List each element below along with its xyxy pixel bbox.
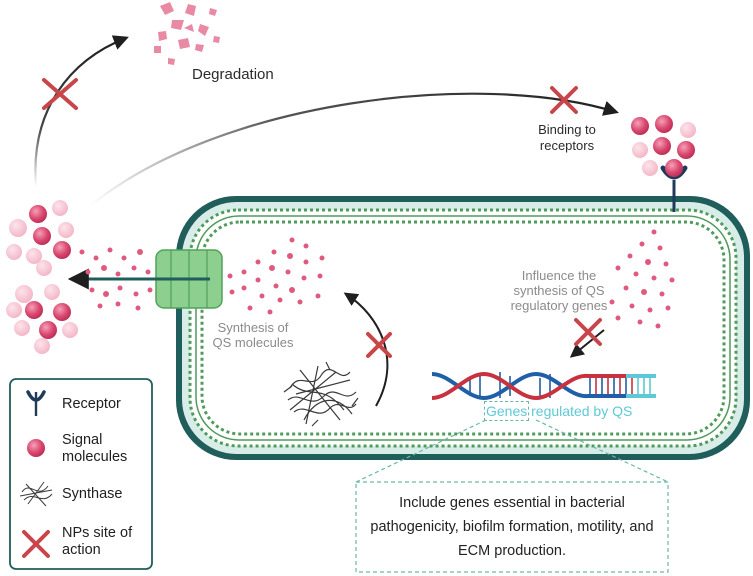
genes-label: Genes regulated by QS	[483, 401, 633, 421]
signal-dots-synthesis	[227, 237, 325, 315]
nps-cross-icon	[22, 530, 50, 558]
genes-word: Genes	[483, 401, 530, 421]
genes-info-text: Include genes essential in bacterial pat…	[370, 495, 654, 559]
influence-arrow	[569, 329, 605, 358]
signal-molecule-icon	[27, 439, 45, 457]
signal-cluster-outside-left	[6, 200, 78, 354]
degraded-fragments	[154, 2, 220, 65]
legend-synthase-label: Synthase	[62, 486, 123, 502]
genes-suffix: regulated by QS	[527, 403, 633, 419]
inhibit-cross-synthase	[366, 332, 392, 358]
inhibit-cross-genes	[574, 318, 602, 346]
signal-cluster-receptor	[631, 115, 696, 177]
influence-label: Influence the synthesis of QS regulatory…	[510, 268, 608, 313]
synthesis-label: Synthesis of QS molecules	[212, 320, 294, 350]
dna-helix	[431, 371, 656, 401]
inhibit-cross-binding	[550, 86, 578, 114]
degradation-label: Degradation	[192, 66, 274, 83]
genes-callout-lines	[355, 419, 669, 573]
synthase-icon	[19, 481, 53, 507]
genes-info-box: Include genes essential in bacterial pat…	[356, 483, 668, 571]
synthase-enzyme	[283, 361, 359, 427]
binding-arrow	[89, 92, 619, 207]
legend-signal-label: Signal molecules	[62, 432, 128, 465]
degradation-arrow	[34, 35, 129, 187]
inhibit-cross-degradation	[42, 78, 78, 110]
signal-dots-export	[79, 247, 153, 311]
signal-dots-receptor	[609, 229, 675, 329]
binding-label: Binding to receptors	[538, 122, 596, 153]
legend-box	[9, 378, 153, 570]
legend-receptor-label: Receptor	[62, 396, 121, 412]
legend-nps-label: NPs site of action	[62, 525, 133, 558]
receptor-icon	[26, 390, 46, 416]
